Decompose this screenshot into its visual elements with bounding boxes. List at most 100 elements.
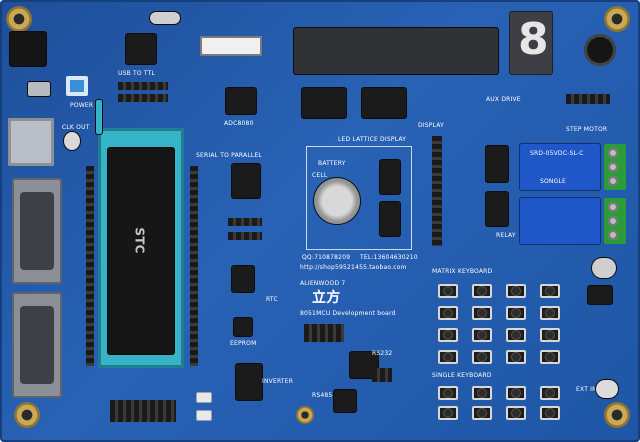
single-digit-value: 8 xyxy=(518,14,549,65)
matrix-keyboard-label: MATRIX KEYBOARD xyxy=(432,268,493,275)
shift-register-chip xyxy=(232,164,260,198)
ext-int-label: EXT INT xyxy=(576,386,601,393)
zif-lever xyxy=(96,100,102,134)
db9-serial-port xyxy=(12,178,62,284)
matrix-key[interactable] xyxy=(438,306,458,320)
eeprom-chip xyxy=(234,318,252,336)
coin-cell-icon xyxy=(314,178,360,224)
serial-parallel-label: SERIAL TO PARALLEL xyxy=(196,152,262,159)
mounting-hole-icon xyxy=(604,402,630,428)
single-key[interactable] xyxy=(540,406,560,420)
driver-chip xyxy=(362,88,406,118)
adc-chip xyxy=(226,88,256,114)
matrix-key[interactable] xyxy=(438,284,458,298)
db9-serial-port xyxy=(12,292,62,398)
rs485-chip xyxy=(334,390,356,412)
mounting-hole-icon xyxy=(14,402,40,428)
seven-segment-display-8-digit xyxy=(294,28,498,74)
step-motor-label: STEP MOTOR xyxy=(566,126,608,133)
single-key[interactable] xyxy=(506,386,526,400)
header-pins xyxy=(118,94,168,102)
header-pins xyxy=(304,324,344,342)
relay-label: RELAY xyxy=(496,232,516,239)
bottom-header xyxy=(110,400,176,422)
long-header xyxy=(432,136,442,246)
single-keyboard-label: SINGLE KEYBOARD xyxy=(432,372,492,379)
matrix-key[interactable] xyxy=(472,306,492,320)
single-key[interactable] xyxy=(472,406,492,420)
aux-drive-label: AUX DRIVE xyxy=(486,96,521,103)
uln-driver-chip xyxy=(486,192,508,226)
rs232-label: RS232 xyxy=(372,350,393,357)
smd-pad xyxy=(196,410,212,421)
uln-driver-chip xyxy=(486,146,508,182)
led-lattice-label: LED LATTICE DISPLAY xyxy=(338,136,407,143)
cell-label: CELL xyxy=(312,172,328,179)
header-pins xyxy=(118,82,168,90)
single-key[interactable] xyxy=(472,386,492,400)
mounting-hole-icon xyxy=(604,6,630,32)
logo-text: 立方 xyxy=(312,290,341,306)
seven-segment-digit xyxy=(510,12,552,74)
header-pins xyxy=(228,232,262,240)
power-label: POWER xyxy=(70,102,94,109)
usb-ttl-chip xyxy=(126,34,156,64)
ir-receiver xyxy=(592,258,616,278)
sensor-chip xyxy=(588,286,612,304)
relay-brand-label: SONGLE xyxy=(540,178,567,185)
display-label: DISPLAY xyxy=(418,122,445,129)
matrix-key[interactable] xyxy=(540,328,560,342)
single-key[interactable] xyxy=(540,386,560,400)
matrix-key[interactable] xyxy=(540,306,560,320)
eeprom-label: EEPROM xyxy=(230,340,257,347)
crystal xyxy=(150,12,180,24)
rs485-label: RS485 xyxy=(312,392,333,399)
matrix-key[interactable] xyxy=(540,284,560,298)
driver-chip xyxy=(302,88,346,118)
usb-ttl-label: USB TO TTL xyxy=(118,70,156,77)
header-pins xyxy=(566,94,610,104)
stc-mcu-chip xyxy=(108,148,174,354)
power-switch xyxy=(66,76,88,96)
oscillator xyxy=(64,132,80,150)
tel-label: TEL:13604630210 xyxy=(360,254,418,261)
matrix-key[interactable] xyxy=(472,328,492,342)
rtc-chip xyxy=(232,266,254,292)
header-pins xyxy=(228,218,262,226)
led-indicator xyxy=(596,380,618,398)
port-header-left xyxy=(86,166,94,366)
led-driver-chip xyxy=(380,160,400,194)
matrix-key[interactable] xyxy=(506,328,526,342)
relay-part-label: SRD-05VDC-SL-C xyxy=(530,150,584,157)
single-key[interactable] xyxy=(438,406,458,420)
mini-usb-connector xyxy=(28,82,50,96)
matrix-key[interactable] xyxy=(506,350,526,364)
led-driver-chip xyxy=(380,202,400,236)
brand-label: ALIENWOOD 7 xyxy=(300,280,346,287)
single-key[interactable] xyxy=(438,386,458,400)
port-header-right xyxy=(190,166,198,366)
matrix-key[interactable] xyxy=(506,284,526,298)
smd-pad xyxy=(196,392,212,403)
mounting-hole-icon xyxy=(296,406,314,424)
inverter-label: INVERTER xyxy=(262,378,294,385)
screw-terminal xyxy=(604,198,626,244)
adc-label: ADC8080 xyxy=(224,120,254,127)
usb-b-connector xyxy=(8,118,54,166)
header-pins xyxy=(372,368,392,382)
matrix-key[interactable] xyxy=(540,350,560,364)
relay-module xyxy=(520,198,600,244)
matrix-key[interactable] xyxy=(472,350,492,364)
battery-label: BATTERY xyxy=(318,160,346,167)
matrix-key[interactable] xyxy=(438,350,458,364)
clk-out-label: CLK OUT xyxy=(62,124,90,131)
subtitle-label: 8051MCU Development board xyxy=(300,310,396,317)
buzzer-icon xyxy=(584,34,616,66)
rtc-label: RTC xyxy=(266,296,278,303)
matrix-key[interactable] xyxy=(472,284,492,298)
matrix-key[interactable] xyxy=(506,306,526,320)
single-key[interactable] xyxy=(506,406,526,420)
mcu-label: STC xyxy=(132,227,147,254)
matrix-key[interactable] xyxy=(438,328,458,342)
